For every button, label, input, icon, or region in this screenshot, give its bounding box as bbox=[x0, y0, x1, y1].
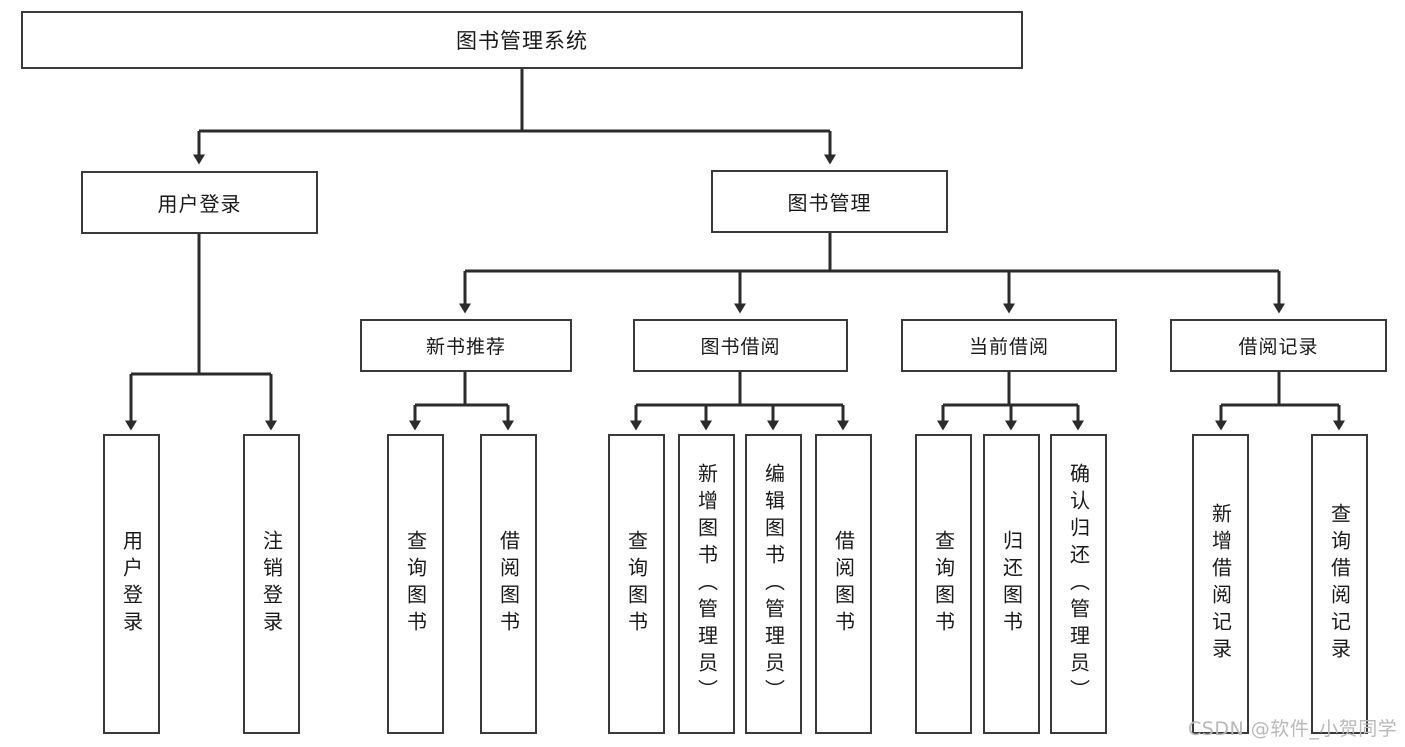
node-new-book-recommend[interactable]: 新书推荐 bbox=[360, 319, 572, 372]
leaf-book-borrow-borrow[interactable]: 借阅图书 bbox=[815, 434, 872, 734]
node-user-login[interactable]: 用户登录 bbox=[81, 171, 318, 234]
node-book-borrow[interactable]: 图书借阅 bbox=[633, 319, 848, 372]
node-new-book-recommend-label: 新书推荐 bbox=[425, 336, 506, 358]
leaf-book-borrow-add[interactable]: 新增图书（管理员） bbox=[678, 434, 735, 734]
node-book-borrow-label: 图书借阅 bbox=[700, 336, 781, 358]
node-book-management-label: 图书管理 bbox=[787, 191, 872, 215]
leaf-current-borrow-confirm-return[interactable]: 确认归还（管理员） bbox=[1050, 434, 1107, 734]
leaf-book-borrow-query[interactable]: 查询图书 bbox=[608, 434, 665, 734]
leaf-current-borrow-return[interactable]: 归还图书 bbox=[983, 434, 1040, 734]
leaf-label: 新增图书（管理员） bbox=[694, 462, 719, 706]
leaf-user-login-login[interactable]: 用户登录 bbox=[103, 434, 160, 734]
leaf-label: 查询图书 bbox=[403, 530, 428, 638]
leaf-label: 归还图书 bbox=[999, 530, 1024, 638]
leaf-borrow-record-add[interactable]: 新增借阅记录 bbox=[1192, 434, 1249, 734]
leaf-current-borrow-query[interactable]: 查询图书 bbox=[915, 434, 972, 734]
watermark: CSDN @软件_小贺同学 bbox=[1188, 718, 1398, 740]
leaf-label: 查询图书 bbox=[624, 530, 649, 638]
node-borrow-record[interactable]: 借阅记录 bbox=[1170, 319, 1387, 372]
node-current-borrow-label: 当前借阅 bbox=[968, 336, 1049, 358]
leaf-label: 查询图书 bbox=[931, 530, 956, 638]
leaf-book-borrow-edit[interactable]: 编辑图书（管理员） bbox=[745, 434, 802, 734]
node-borrow-record-label: 借阅记录 bbox=[1238, 336, 1319, 358]
leaf-label: 新增借阅记录 bbox=[1208, 503, 1233, 665]
leaf-user-login-logout[interactable]: 注销登录 bbox=[243, 434, 300, 734]
node-root-label: 图书管理系统 bbox=[456, 29, 588, 53]
leaf-label: 编辑图书（管理员） bbox=[761, 462, 786, 706]
leaf-label: 借阅图书 bbox=[831, 530, 856, 638]
leaf-label: 查询借阅记录 bbox=[1327, 503, 1352, 665]
node-current-borrow[interactable]: 当前借阅 bbox=[901, 319, 1117, 372]
leaf-label: 借阅图书 bbox=[496, 530, 521, 638]
leaf-label: 注销登录 bbox=[259, 530, 284, 638]
node-root[interactable]: 图书管理系统 bbox=[21, 11, 1023, 69]
leaf-new-book-query[interactable]: 查询图书 bbox=[387, 434, 444, 734]
leaf-label: 用户登录 bbox=[119, 530, 144, 638]
leaf-label: 确认归还（管理员） bbox=[1066, 462, 1091, 706]
node-user-login-label: 用户登录 bbox=[157, 192, 242, 216]
leaf-borrow-record-query[interactable]: 查询借阅记录 bbox=[1311, 434, 1368, 734]
leaf-new-book-borrow[interactable]: 借阅图书 bbox=[480, 434, 537, 734]
node-book-management[interactable]: 图书管理 bbox=[711, 170, 948, 233]
